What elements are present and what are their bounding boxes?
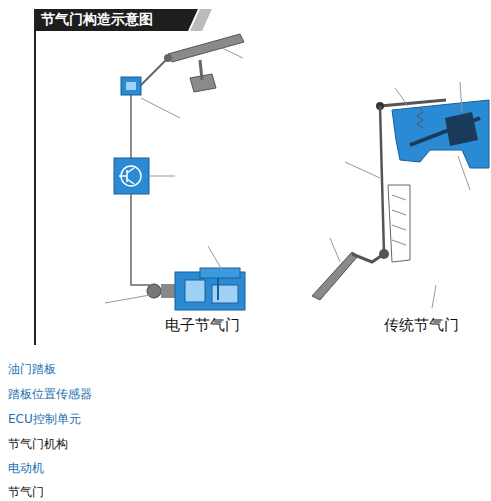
accelerator-pedal-traditional [312,249,389,300]
part-name: 节气门 [8,485,44,499]
ecu-box [114,158,149,194]
throttle-body-traditional [392,100,489,168]
signal-wire [130,95,132,158]
part-name: 电动机 [8,461,44,475]
part-name: ECU控制单元 [8,412,81,426]
frame-line [34,9,36,345]
part-name: 踏板位置传感器 [8,387,92,401]
diagram-title: 节气门构造示意图 [41,11,153,28]
title-banner [35,9,198,31]
part-name: 油门踏板 [8,362,56,376]
throttle-lever-traditional [376,100,446,110]
throttle-cable [380,106,384,254]
figure-caption: 传统节气门 [384,316,459,334]
banner-stripe [190,9,212,31]
control-wire [131,194,150,285]
accelerator-pedal-electronic [140,34,244,92]
throttle-mechanism-electronic [147,268,245,310]
leader-lines [105,48,243,303]
part-name: 节气门机构 [8,437,68,451]
figure-caption: 电子节气门 [165,316,240,334]
pedal-position-sensor [121,77,141,95]
leader-lines-traditional [330,82,470,308]
firewall [388,185,410,262]
